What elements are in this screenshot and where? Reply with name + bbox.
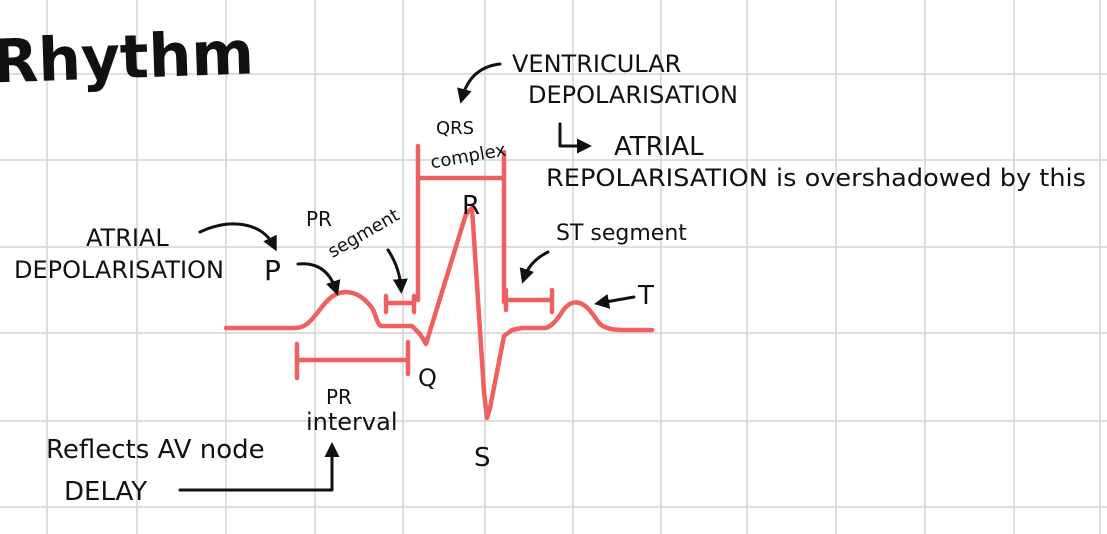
label-st-segment: ST segment — [556, 221, 687, 246]
label-r-peak: R — [462, 191, 480, 221]
label-t-wave: T — [637, 281, 654, 311]
arrow-atrial-to-p — [198, 222, 277, 252]
label-pr-segment-pr: PR — [306, 207, 332, 231]
label-pr-interval-interval: interval — [306, 408, 398, 436]
arrow-t-wave — [594, 294, 636, 309]
arrow-ventricular-to-qrs — [457, 62, 502, 104]
page-title: Rhythm — [0, 18, 255, 97]
qrs-bracket — [415, 143, 507, 305]
label-ventricular-depolarisation: DEPOLARISATION — [528, 81, 738, 109]
label-pr-interval-pr: PR — [326, 385, 352, 409]
arrow-st-segment — [519, 250, 550, 284]
label-atrial-depolarisation-2: DEPOLARISATION — [14, 256, 224, 284]
st-segment-bracket — [503, 287, 555, 315]
arrow-l-repolarisation — [558, 122, 592, 154]
label-delay: DELAY — [64, 477, 147, 507]
arrow-p-to-wave — [296, 262, 341, 296]
ecg-waveform — [223, 205, 655, 421]
label-atrial-repolarisation-1: ATRIAL — [614, 132, 704, 162]
arrow-segment-to-pr — [386, 248, 408, 294]
label-q: Q — [418, 364, 437, 392]
label-complex: complex — [429, 139, 508, 173]
label-s: S — [474, 443, 491, 473]
pr-interval-bracket — [294, 339, 411, 381]
label-ventricular: VENTRICULAR — [512, 50, 681, 78]
arrow-delay-to-interval — [178, 442, 340, 492]
pr-segment-bracket — [383, 293, 417, 315]
label-p-wave: P — [264, 254, 281, 287]
label-qrs: QRS — [436, 118, 474, 139]
label-atrial-repolarisation-2: REPOLARISATION is overshadowed by this — [546, 164, 1086, 192]
label-atrial-depolarisation-1: ATRIAL — [86, 224, 169, 252]
label-reflects-av-node: Reflects AV node — [46, 435, 265, 465]
